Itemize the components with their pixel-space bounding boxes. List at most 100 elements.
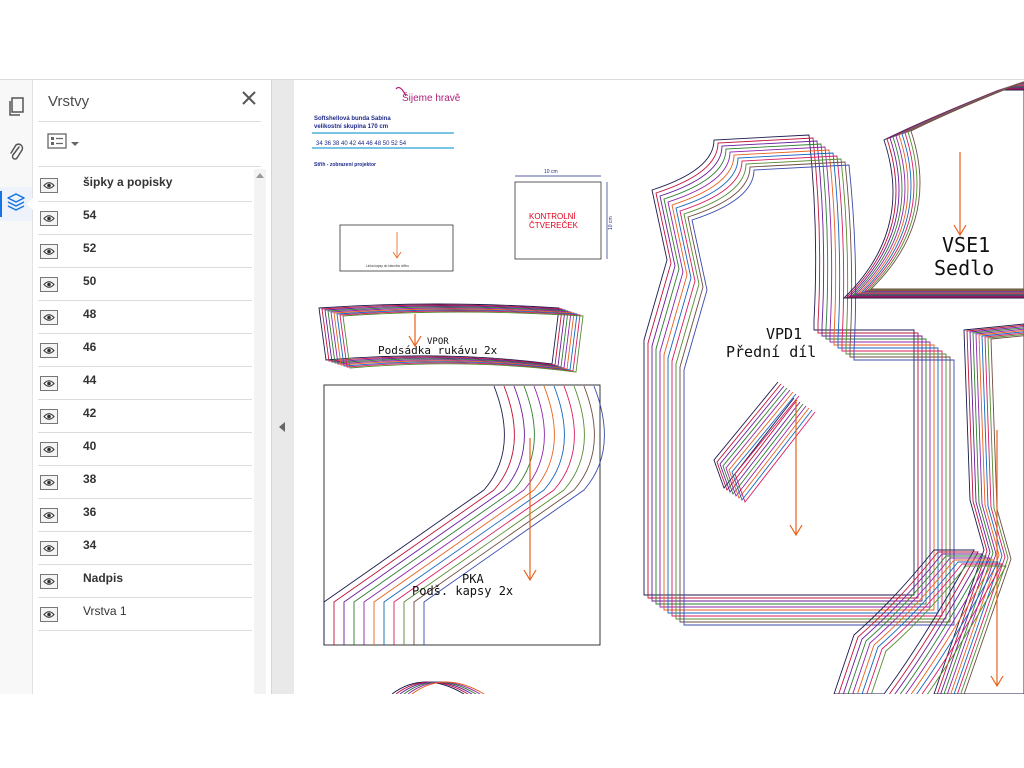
piece-pka [323, 385, 605, 645]
header-line2: velikostní skupina 170 cm [314, 124, 388, 130]
navigation-rail [0, 80, 33, 694]
eye-visibility-icon[interactable] [40, 442, 58, 457]
eye-visibility-icon[interactable] [40, 409, 58, 424]
layers-icon [6, 192, 26, 217]
chevron-down-icon [71, 134, 79, 152]
vpd-name: Přední díl [726, 343, 816, 361]
grain-arrow [523, 438, 537, 582]
eye-visibility-icon[interactable] [40, 244, 58, 259]
layer-row[interactable]: 38 [38, 466, 252, 499]
layer-name: 34 [83, 538, 97, 552]
layer-row[interactable]: 48 [38, 301, 252, 334]
panel-title: Vrstvy [48, 93, 90, 110]
layer-row[interactable]: 46 [38, 334, 252, 367]
piece-pka-frame [323, 384, 601, 646]
close-icon [242, 90, 256, 110]
pocket-line-box [339, 224, 454, 272]
layer-row[interactable]: šipky a popisky [38, 169, 252, 202]
control-square-height-label: 10 cm [608, 216, 614, 230]
header-line1: Softshellová bunda Sabina [314, 116, 391, 122]
vse-code: VSE1 [942, 233, 990, 257]
piece-vse [842, 81, 1024, 299]
attachments-button[interactable] [0, 137, 32, 171]
document-viewport[interactable]: Softshellová bunda Sabina velikostní sku… [294, 80, 1024, 694]
logo-swoosh [395, 86, 407, 97]
eye-visibility-icon[interactable] [40, 541, 58, 556]
layer-name: Vrstva 1 [83, 604, 127, 618]
scroll-up-icon[interactable] [256, 173, 264, 178]
list-options-icon [47, 132, 67, 154]
eye-visibility-icon[interactable] [40, 178, 58, 193]
grain-arrow [953, 152, 967, 237]
pattern-page: Softshellová bunda Sabina velikostní sku… [312, 81, 1024, 694]
layer-row[interactable]: 54 [38, 202, 252, 235]
eye-visibility-icon[interactable] [40, 211, 58, 226]
layer-name: 42 [83, 406, 97, 420]
eye-visibility-icon[interactable] [40, 475, 58, 490]
piece-vpd [643, 134, 955, 626]
control-square [514, 181, 602, 260]
layer-name: 46 [83, 340, 97, 354]
close-panel-button[interactable] [238, 89, 260, 111]
grain-arrow [990, 430, 1004, 688]
pka-name: Podš. kapsy 2x [412, 584, 513, 598]
eye-visibility-icon[interactable] [40, 310, 58, 325]
control-square-width-label: 10 cm [544, 169, 558, 175]
grain-arrow [408, 314, 422, 348]
layer-name: 36 [83, 505, 97, 519]
layer-row[interactable]: 40 [38, 433, 252, 466]
layer-options-button[interactable] [47, 132, 87, 154]
control-square-text1: KONTROLNÍ [529, 212, 576, 221]
panel-separator [38, 121, 261, 122]
pages-icon [7, 96, 25, 122]
layer-row[interactable]: 34 [38, 532, 252, 565]
pages-button[interactable] [0, 92, 32, 126]
layer-row[interactable]: 42 [38, 400, 252, 433]
layer-row[interactable]: 50 [38, 268, 252, 301]
vse-name: Sedlo [934, 256, 994, 280]
eye-visibility-icon[interactable] [40, 343, 58, 358]
layer-name: šipky a popisky [83, 175, 173, 189]
layer-list-scrollbar[interactable] [254, 169, 266, 694]
layer-row[interactable]: 36 [38, 499, 252, 532]
vpd-code: VPD1 [766, 325, 802, 343]
eye-visibility-icon[interactable] [40, 277, 58, 292]
layer-name: 38 [83, 472, 97, 486]
vpor-name: Podsádka rukávu 2x [378, 344, 498, 357]
brand-logo: Šijeme hravě [402, 91, 461, 104]
header-line3: Střih - zobrazení projektor [314, 162, 376, 168]
collapse-panel-icon[interactable] [279, 422, 285, 432]
layer-name: 48 [83, 307, 97, 321]
pka-code: PKA [462, 572, 484, 586]
eye-visibility-icon[interactable] [40, 574, 58, 589]
layer-row[interactable]: Vrstva 1 [38, 598, 252, 631]
pocket-line-text: Linka kapsy do hlavního střihu [366, 264, 409, 268]
control-square-text2: ČTVEREČEK [529, 221, 579, 230]
piece-lower [833, 549, 1007, 694]
piece-back [933, 323, 1024, 694]
piece-vpd-pocket [713, 381, 816, 503]
eye-visibility-icon[interactable] [40, 607, 58, 622]
layer-name: 50 [83, 274, 97, 288]
layer-row[interactable]: Nadpis [38, 565, 252, 598]
grain-arrow [789, 400, 803, 537]
layer-name: 54 [83, 208, 97, 222]
layers-button[interactable] [0, 187, 33, 221]
eye-visibility-icon[interactable] [40, 376, 58, 391]
layer-name: 44 [83, 373, 97, 387]
header-sizes: 34 36 38 40 42 44 46 48 50 52 54 [316, 141, 407, 147]
piece-vpor [318, 303, 584, 373]
pattern-pieces [318, 81, 1024, 694]
eye-visibility-icon[interactable] [40, 508, 58, 523]
layer-name: Nadpis [83, 571, 124, 585]
attachment-icon [7, 142, 25, 167]
options-separator [38, 166, 261, 167]
layer-row[interactable]: 52 [38, 235, 252, 268]
piece-bottom [391, 681, 485, 694]
layer-name: 52 [83, 241, 97, 255]
layer-row[interactable]: 44 [38, 367, 252, 400]
panel-splitter[interactable] [271, 80, 294, 694]
